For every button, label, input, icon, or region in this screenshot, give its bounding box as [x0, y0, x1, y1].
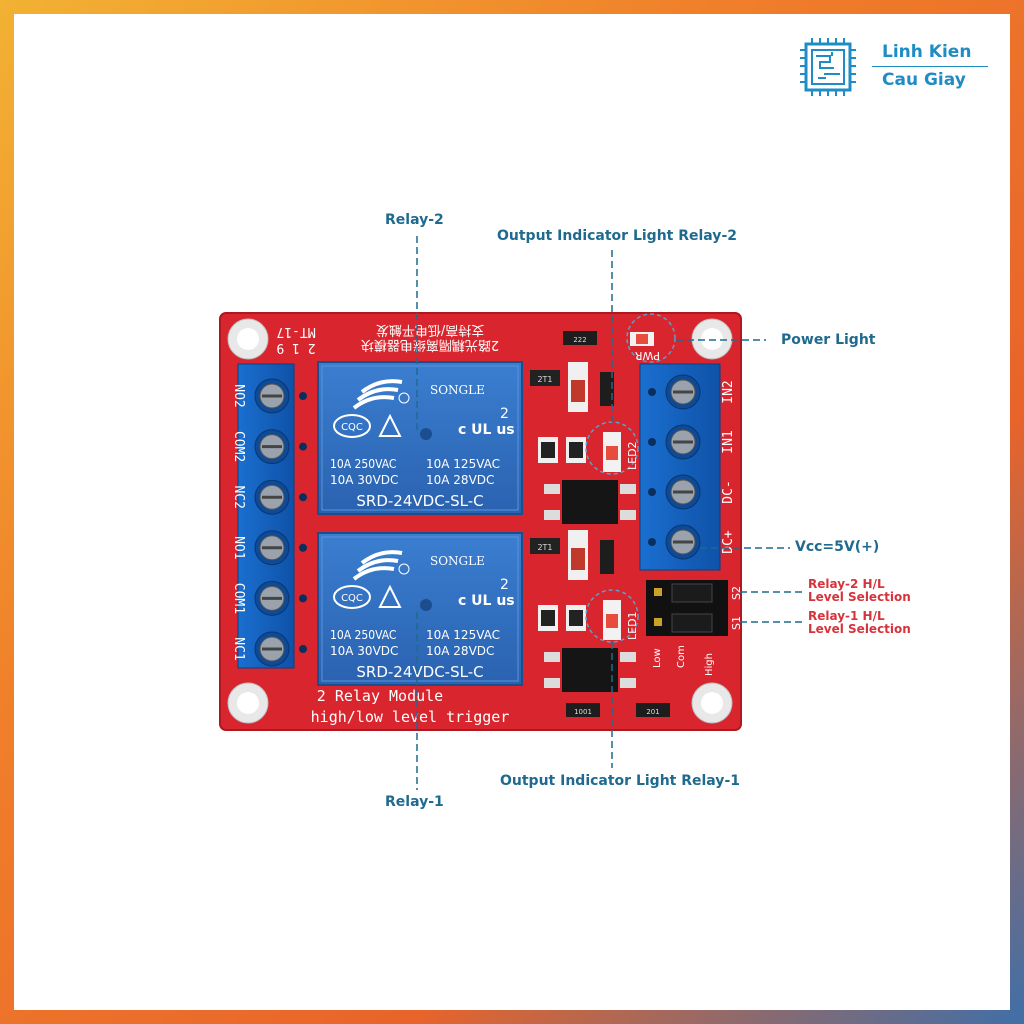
relay-model: SRD-24VDC-SL-C [356, 663, 483, 681]
right-terminal-screw [648, 374, 701, 410]
mounting-hole-bottom-left [227, 682, 269, 724]
brand-logo: Linh Kien Cau Giay [786, 36, 988, 98]
left-terminal-screw [254, 378, 307, 414]
right-terminal-label: DC- [721, 480, 736, 503]
left-terminal-block [237, 363, 295, 669]
relay-rating: 10A 28VDC [426, 644, 494, 658]
led1-indicator: LED1 [585, 589, 639, 643]
relay-ul-mark: c UL us [458, 593, 515, 609]
board-chinese-subtitle: 支持高/低电平触发 [376, 322, 484, 338]
board-bottom-line1: 2 Relay Module [317, 687, 443, 705]
jumper-low-label: Low [652, 648, 663, 668]
svg-text:201: 201 [646, 708, 659, 716]
right-terminal-screw [648, 424, 701, 460]
left-terminal-label: NO2 [231, 384, 246, 407]
relay-cert: CQC [341, 422, 363, 433]
left-terminal-screw [254, 580, 307, 616]
right-terminal-label: IN2 [721, 380, 736, 403]
cqc-mark-icon [333, 414, 371, 438]
svg-text:2T1: 2T1 [537, 543, 552, 552]
callout-relay2-level-line2: Level Selection [808, 590, 911, 604]
callout-relay2-level-line1: Relay-2 H/L [808, 577, 885, 591]
svg-text:1001: 1001 [574, 708, 592, 716]
left-terminal-screw [254, 530, 307, 566]
led2-indicator: LED2 [585, 421, 639, 475]
callout-relay2: Relay-2 [385, 212, 444, 228]
callout-lines [416, 236, 806, 790]
jumper-s2-label: S2 [730, 586, 743, 600]
relay-rating: 10A 250VAC [330, 457, 396, 471]
mounting-hole-bottom-right [691, 682, 733, 724]
songle-logo-icon [352, 550, 403, 581]
board-model: MT-17 [276, 324, 315, 339]
jumper-high-label: High [704, 653, 715, 676]
cqc-mark-icon [333, 585, 371, 609]
logo-text-line2: Cau Giay [882, 70, 966, 90]
svg-text:2T1: 2T1 [537, 375, 552, 384]
left-terminal-screw [254, 429, 307, 465]
jumper-block: S2 S1 Low Com High [646, 580, 743, 676]
callout-output-light-relay1: Output Indicator Light Relay-1 [500, 773, 740, 789]
relay-2: SONGLE CQC c UL us2 10A 250VAC 10A 30VDC 10A … [317, 361, 523, 515]
left-terminal-screw [254, 479, 307, 515]
power-led: PWR [626, 313, 676, 363]
callout-relay1-level-line1: Relay-1 H/L [808, 609, 885, 623]
svg-text:222: 222 [573, 336, 586, 344]
warning-triangle-icon [378, 584, 402, 608]
left-terminal-label: NC1 [231, 637, 246, 660]
smd-components: 222 2T1 2T1 1001 201 [530, 331, 670, 717]
mounting-hole-top-right [691, 318, 733, 360]
callout-vcc: Vcc=5V(+) [795, 539, 880, 555]
callout-relay1: Relay-1 [385, 794, 444, 810]
callout-relay1-level: Relay-1 H/L Level Selection [808, 610, 911, 636]
songle-logo-icon [352, 379, 403, 410]
relay-brand: SONGLE [430, 554, 485, 568]
left-terminal-label: COM2 [231, 431, 246, 462]
logo-divider [872, 66, 988, 67]
right-terminal-label: IN1 [721, 430, 736, 453]
relay-1: SONGLE CQC c UL us2 10A 250VAC 10A 30VDC 10A … [317, 532, 523, 686]
chip-icon [800, 38, 856, 96]
led2-label: LED2 [626, 441, 639, 470]
logo-text-line1: Linh Kien [882, 42, 972, 62]
relay-rating: 10A 30VDC [330, 473, 398, 487]
left-terminal-screw [254, 631, 307, 667]
jumper-s1-label: S1 [730, 616, 743, 630]
relay-rating: 10A 30VDC [330, 644, 398, 658]
board-chinese-title: 2路光耦隔离继电器模块 [361, 337, 499, 353]
relay-ul-number: 2 [500, 406, 509, 422]
right-terminal-screw [648, 474, 701, 510]
right-terminal-label: DC+ [721, 530, 736, 554]
relay-brand: SONGLE [430, 383, 485, 397]
relay-rating: 10A 28VDC [426, 473, 494, 487]
relay-ul-mark: c UL us [458, 422, 515, 438]
callout-power-light: Power Light [781, 332, 876, 348]
relay-rating: 10A 125VAC [426, 457, 500, 471]
board-date: 2 1 9 [276, 340, 315, 355]
left-terminal-label: NC2 [231, 485, 246, 508]
callout-relay2-level: Relay-2 H/L Level Selection [808, 578, 911, 604]
left-terminal-label: NO1 [231, 536, 246, 559]
jumper-com-label: Com [676, 645, 687, 668]
warning-triangle-icon [378, 413, 402, 437]
pwr-label: PWR [634, 349, 660, 362]
callout-relay1-level-line2: Level Selection [808, 622, 911, 636]
relay-ul-number: 2 [500, 577, 509, 593]
led1-label: LED1 [626, 611, 639, 640]
left-terminal-label: COM1 [231, 583, 246, 614]
board-bottom-line2: high/low level trigger [311, 708, 510, 726]
relay-model: SRD-24VDC-SL-C [356, 492, 483, 510]
relay-rating: 10A 125VAC [426, 628, 500, 642]
callout-output-light-relay2: Output Indicator Light Relay-2 [497, 228, 737, 244]
right-terminal-screw [648, 524, 701, 560]
relay-cert: CQC [341, 593, 363, 604]
mounting-hole-top-left [227, 318, 269, 360]
relay-rating: 10A 250VAC [330, 628, 396, 642]
